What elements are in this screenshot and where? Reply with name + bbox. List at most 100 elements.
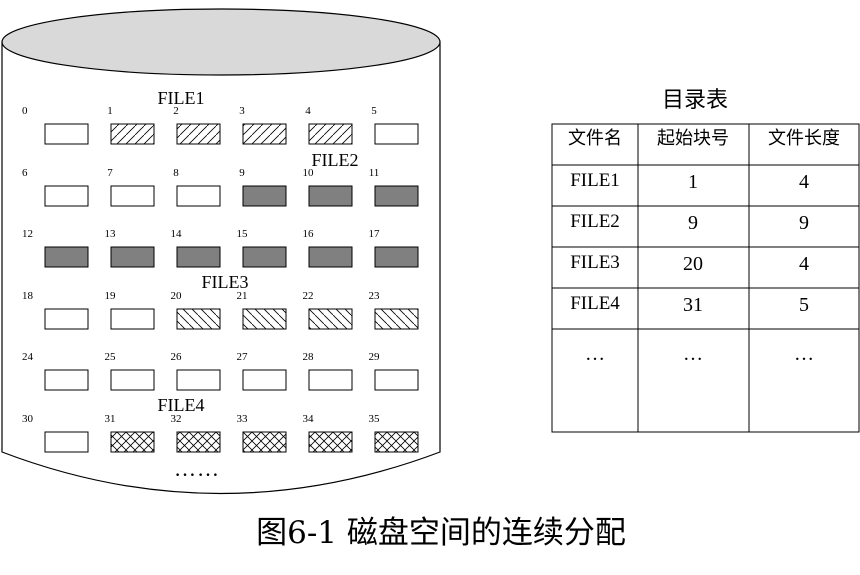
disk-block-18: 18 (22, 290, 89, 330)
cell-ellipsis: … (683, 343, 703, 365)
figure-caption: 图6-1 磁盘空间的连续分配 (256, 515, 626, 551)
block-number: 17 (369, 228, 381, 240)
disk-block-20: 20 (171, 290, 221, 330)
cell-name: FILE1 (570, 170, 620, 191)
disk-block-8: 8 (173, 167, 221, 207)
directory-table: 目录表 文件名 起始块号 文件长度 FILE1 1 4 FILE2 9 9 FI… (551, 88, 860, 433)
disk-block-32: 32 (171, 413, 221, 453)
block-rect (242, 369, 287, 391)
cell-start: 20 (683, 253, 703, 275)
disk-block-33: 33 (237, 413, 287, 453)
block-rect (110, 123, 155, 145)
block-border (176, 431, 221, 453)
block-number: 35 (369, 413, 381, 425)
disk-block-12: 12 (22, 228, 89, 268)
block-crosshatch (309, 432, 352, 452)
block-rect (176, 185, 221, 207)
cell-name: FILE3 (570, 252, 620, 273)
block-rect (242, 123, 287, 145)
cell-start: 9 (688, 212, 698, 234)
disk-block-15: 15 (237, 228, 287, 268)
block-rect (308, 308, 353, 330)
disk-block-28: 28 (303, 351, 353, 391)
block-rect (176, 123, 221, 145)
disk-block-9: 9 (239, 167, 287, 207)
block-number: 29 (369, 351, 381, 363)
block-number: 32 (171, 413, 182, 425)
disk-block-19: 19 (105, 290, 155, 330)
block-rect (44, 431, 89, 453)
block-number: 16 (303, 228, 315, 240)
block-border (308, 431, 353, 453)
block-number: 10 (303, 167, 315, 179)
block-rect (176, 369, 221, 391)
block-crosshatch (375, 432, 418, 452)
block-rect (374, 246, 419, 268)
block-rect (374, 185, 419, 207)
block-number: 30 (22, 413, 34, 425)
block-border (110, 431, 155, 453)
block-number: 24 (22, 351, 34, 363)
disk-block-25: 25 (105, 351, 155, 391)
disk-block-2: 2 (173, 105, 221, 145)
block-number: 23 (369, 290, 381, 302)
block-border (374, 431, 419, 453)
cell-length: 9 (799, 212, 809, 234)
block-rect (44, 123, 89, 145)
block-rect (44, 185, 89, 207)
block-rect (110, 185, 155, 207)
disk-block-13: 13 (105, 228, 155, 268)
block-number: 28 (303, 351, 315, 363)
block-crosshatch (243, 432, 286, 452)
block-number: 2 (173, 105, 179, 117)
block-rect (374, 369, 419, 391)
block-rect (44, 246, 89, 268)
block-number: 25 (105, 351, 117, 363)
cylinder-top (1, 8, 441, 76)
disk-block-34: 34 (303, 413, 353, 453)
block-border (242, 431, 287, 453)
block-number: 11 (369, 167, 380, 179)
disk-block-27: 27 (237, 351, 287, 391)
block-number: 12 (22, 228, 33, 240)
disk-block-5: 5 (371, 105, 419, 145)
disk-block-0: 0 (22, 105, 89, 145)
disk-block-22: 22 (303, 290, 353, 330)
header-start-block: 起始块号 (657, 128, 729, 149)
header-file-name: 文件名 (568, 128, 622, 149)
cell-length: 4 (799, 253, 809, 275)
disk-block-29: 29 (369, 351, 419, 391)
disk-block-10: 10 (303, 167, 353, 207)
block-rect (374, 123, 419, 145)
block-rect (242, 308, 287, 330)
block-crosshatch (111, 432, 154, 452)
table-border (551, 123, 860, 433)
file4-label: FILE4 (158, 395, 205, 415)
block-rect (308, 185, 353, 207)
block-number: 19 (105, 290, 117, 302)
block-rect (176, 308, 221, 330)
block-rect (242, 246, 287, 268)
header-file-length: 文件长度 (768, 128, 840, 149)
disk-block-31: 31 (105, 413, 155, 453)
block-rect (110, 369, 155, 391)
block-number: 14 (171, 228, 183, 240)
cell-ellipsis: … (585, 343, 605, 365)
block-crosshatch (177, 432, 220, 452)
disk-block-35: 35 (369, 413, 419, 453)
disk-block-4: 4 (305, 105, 353, 145)
disk-block-21: 21 (237, 290, 287, 330)
disk-block-26: 26 (171, 351, 221, 391)
block-number: 9 (239, 167, 245, 179)
block-number: 26 (171, 351, 183, 363)
block-number: 22 (303, 290, 314, 302)
block-number: 8 (173, 167, 179, 179)
block-number: 21 (237, 290, 248, 302)
cell-ellipsis: … (794, 343, 814, 365)
block-rect (110, 308, 155, 330)
block-number: 33 (237, 413, 249, 425)
file3-label: FILE3 (202, 272, 249, 292)
block-number: 13 (105, 228, 117, 240)
